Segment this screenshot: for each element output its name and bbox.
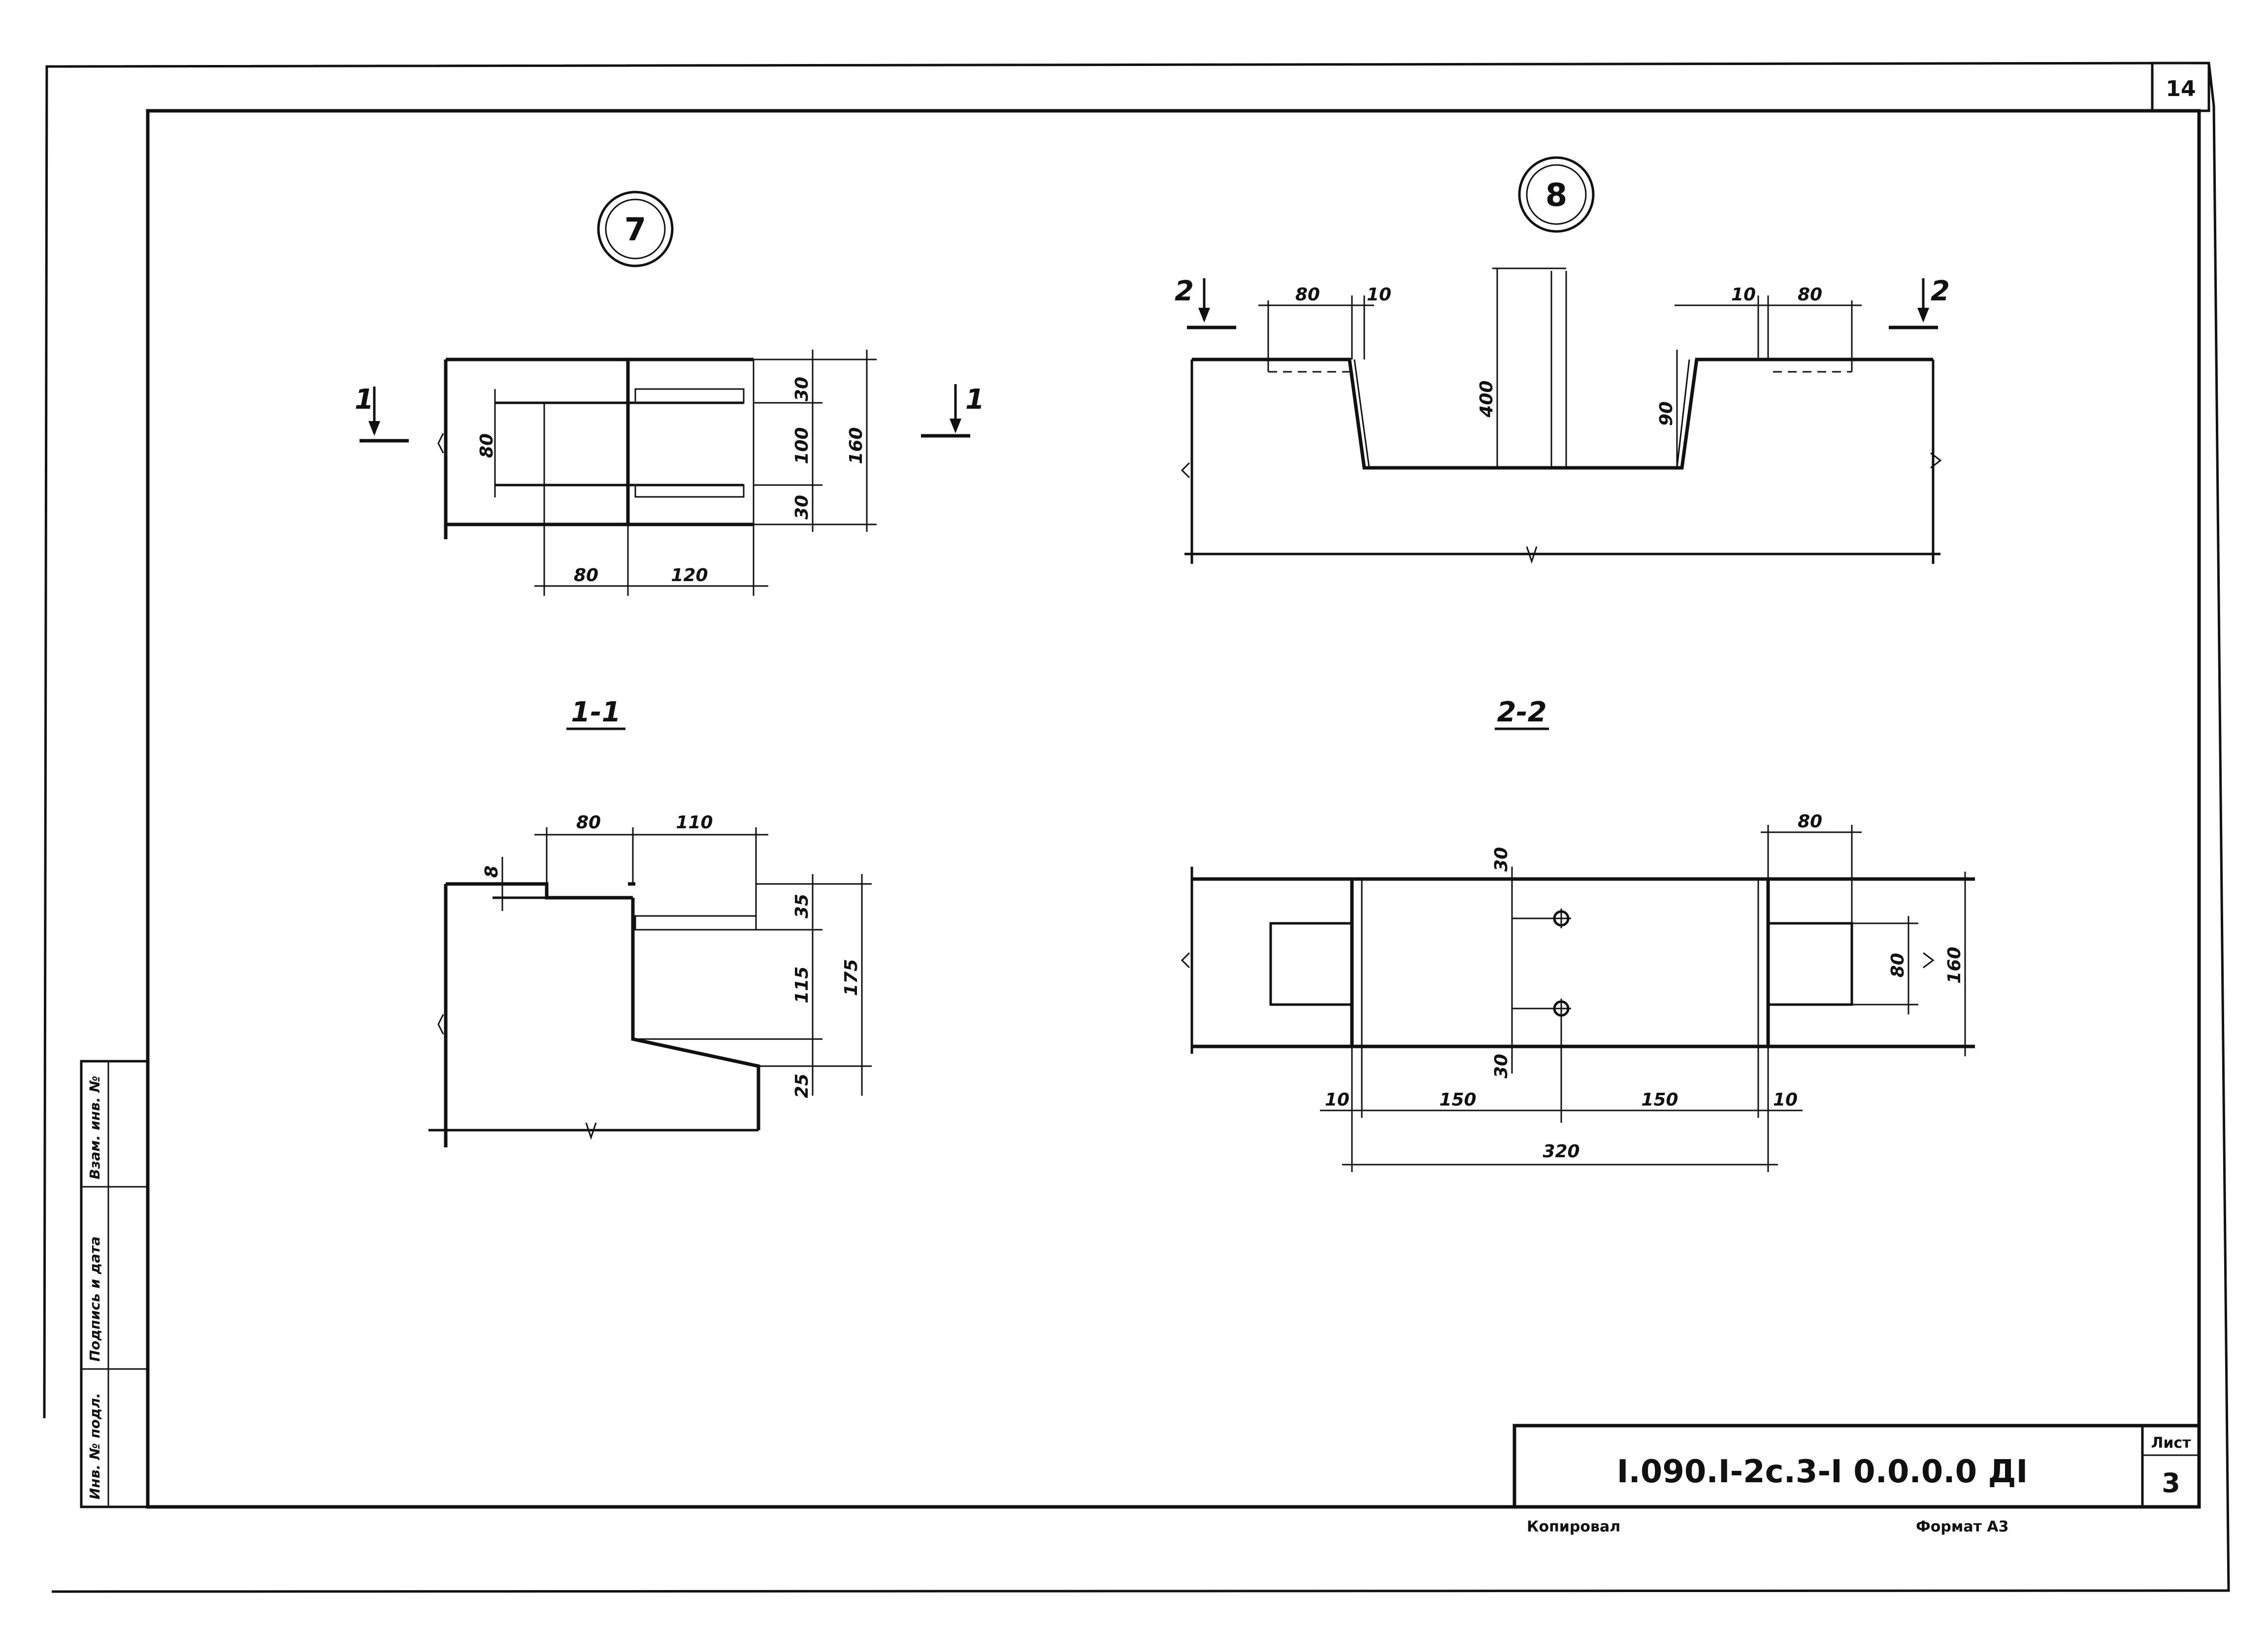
section-1-1-dimensions: 80 110 8 35 115 175 25 [482,813,872,1098]
section-2-2-title: 2-2 [1495,696,1549,730]
section-1-1-label: 1-1 [571,696,621,728]
detail-7-number: 7 [625,212,647,248]
cut-mark-1-left: 1 [355,384,409,443]
detail-7-plan [437,358,755,596]
section-2-2-label: 2-2 [1497,696,1546,728]
s22-dim-160: 160 [1944,946,1965,983]
page-number: 14 [2166,76,2196,101]
s11-dim-110: 110 [676,813,713,833]
s22-dim-10a: 10 [1325,1090,1349,1110]
d8-dim-400: 400 [1477,380,1497,418]
cut-mark-2-left: 2 [1175,275,1236,329]
cut-1-right-label: 1 [965,384,985,416]
detail-7-dimensions: 80 120 30 100 30 160 80 [477,350,877,596]
detail-8-callout: 8 [1518,156,1595,233]
side-stamp: Инв. № подл. Подпись и дата Взам. инв. № [80,1060,149,1508]
d7-dim-30b: 30 [792,495,812,520]
s11-dim-8: 8 [482,865,502,878]
s22-dim-150b: 150 [1641,1090,1678,1110]
footer-format: Формат А3 [1916,1518,2009,1535]
section-2-2-plan [1181,867,1975,1123]
s11-dim-175: 175 [841,959,861,996]
d7-dim-120: 120 [671,565,708,586]
side-stamp-col3: Взам. инв. № [87,1075,103,1179]
sheet-number: 3 [2162,1467,2180,1499]
s11-dim-80: 80 [576,813,601,833]
inner-frame [146,109,2201,1509]
detail-7-callout: 7 [597,191,674,267]
s11-dim-115: 115 [792,966,812,1003]
s22-dim-30a: 30 [1491,847,1512,872]
d8-dim-10b: 10 [1731,285,1756,305]
s22-dim-10b: 10 [1773,1090,1798,1110]
s11-dim-25: 25 [792,1074,812,1098]
d7-dim-160: 160 [846,427,866,464]
detail-8-number: 8 [1545,177,1568,214]
sheet-label: Лист [2151,1434,2191,1452]
detail-8-dimensions: 80 10 10 80 400 90 [1258,285,1862,468]
section-2-2-dimensions: 80 30 30 80 160 10 150 150 10 320 [1320,812,1966,1172]
d7-dim-80: 80 [574,565,598,586]
cut-2-left-label: 2 [1175,275,1194,307]
cut-mark-2-right: 2 [1889,275,1950,329]
page-number-box: 14 [2151,62,2210,112]
s22-dim-320: 320 [1543,1141,1579,1162]
cut-mark-1-right: 1 [921,384,985,438]
s22-dim-80: 80 [1798,812,1822,832]
d8-dim-90: 90 [1656,401,1676,426]
outer-border [43,62,2230,1593]
s22-dim-150a: 150 [1439,1090,1476,1110]
d7-dim-80v: 80 [477,433,497,458]
d8-dim-80b: 80 [1798,285,1822,305]
side-stamp-col2: Подпись и дата [87,1237,103,1362]
d7-dim-30a: 30 [792,377,812,401]
detail-8-elevation [1181,267,1942,564]
cut-1-left-label: 1 [355,384,374,416]
d8-dim-10a: 10 [1367,285,1391,305]
section-1-1-profile [428,882,760,1147]
cut-2-right-label: 2 [1931,275,1950,307]
title-block: I.090.I-2c.3-I 0.0.0.0 ДI Лист 3 [1512,1424,2201,1509]
footer-copied: Копировал [1527,1518,1620,1535]
footer: Копировал Формат А3 [1527,1518,2009,1535]
d8-dim-80a: 80 [1295,285,1320,305]
side-stamp-col1: Инв. № подл. [87,1393,103,1499]
s22-dim-30b: 30 [1491,1054,1512,1078]
s22-dim-80v: 80 [1888,953,1908,977]
doc-code: I.090.I-2c.3-I 0.0.0.0 ДI [1617,1454,2028,1490]
s11-dim-35: 35 [792,894,812,918]
section-1-1-title: 1-1 [566,696,625,730]
d7-dim-100: 100 [792,427,812,464]
